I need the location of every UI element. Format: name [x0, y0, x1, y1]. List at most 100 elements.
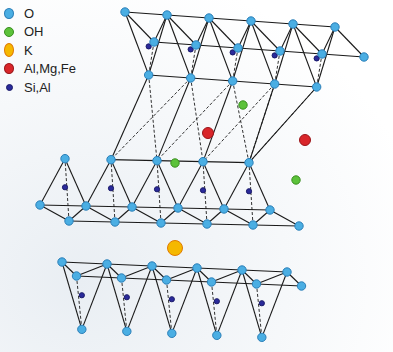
bond — [65, 159, 86, 206]
bond — [251, 21, 275, 84]
o-atom — [186, 74, 194, 82]
o-atom — [174, 204, 182, 212]
o-atom — [121, 8, 129, 16]
legend-swatch — [4, 27, 14, 37]
bond — [257, 272, 288, 284]
o-atom — [111, 218, 119, 226]
bond — [86, 160, 111, 206]
o-atom — [283, 268, 291, 276]
legend-swatch — [4, 8, 14, 19]
si-atom — [259, 301, 264, 306]
o-atom — [78, 325, 86, 333]
bond — [253, 225, 299, 226]
legend-row: O — [4, 4, 76, 23]
bond — [212, 270, 243, 282]
o-atom — [72, 272, 80, 280]
bond — [335, 27, 364, 57]
bond — [238, 48, 280, 51]
o-atom — [150, 38, 158, 46]
o-atom — [82, 202, 90, 210]
bond — [132, 207, 161, 223]
o-atom — [276, 47, 284, 55]
si-atom — [246, 189, 251, 194]
bond — [203, 81, 233, 162]
hidden-bond — [249, 84, 275, 163]
bond — [152, 266, 197, 268]
o-atom — [128, 203, 136, 211]
bond — [167, 280, 212, 282]
bond — [196, 45, 238, 48]
o-atom — [220, 205, 228, 213]
o-atom — [117, 274, 125, 282]
o-atom — [157, 219, 165, 227]
bond — [197, 268, 242, 270]
bond — [167, 268, 198, 280]
bond — [262, 272, 287, 337]
o-atom — [270, 80, 278, 88]
o-atom — [144, 71, 152, 79]
bond — [62, 262, 107, 264]
bond — [122, 278, 167, 280]
bond — [191, 78, 233, 81]
bond — [77, 276, 122, 278]
bond — [132, 207, 178, 208]
o-atom — [234, 44, 242, 52]
bond — [280, 51, 322, 54]
legend-row: K — [4, 41, 76, 60]
bond — [257, 284, 302, 286]
legend-row: Si,Al — [4, 78, 76, 97]
hidden-bond — [149, 75, 157, 161]
si-atom — [200, 188, 205, 193]
o-atom — [203, 220, 211, 228]
o-atom — [245, 158, 253, 166]
bond — [224, 209, 253, 225]
o-atom — [258, 333, 266, 341]
o-atom — [331, 23, 339, 31]
legend-row: OH — [4, 23, 76, 42]
bond — [209, 18, 238, 48]
o-atom — [163, 11, 171, 19]
bond — [111, 160, 157, 161]
legend-label: OH — [24, 24, 44, 39]
bond — [242, 270, 287, 272]
si-atom — [169, 297, 174, 302]
si-atom — [79, 293, 84, 298]
o-atom — [318, 50, 326, 58]
bond — [191, 18, 209, 78]
bond — [77, 264, 108, 276]
o-atom — [207, 278, 215, 286]
o-atom — [247, 17, 255, 25]
octahedral-cation — [300, 135, 311, 146]
bond — [167, 15, 209, 18]
bond — [209, 18, 251, 21]
bond — [249, 163, 270, 210]
o-atom — [153, 156, 161, 164]
bond — [125, 12, 167, 15]
bond — [249, 87, 317, 163]
bond — [149, 15, 167, 75]
o-atom — [360, 53, 368, 61]
bond — [167, 15, 196, 45]
bond — [86, 206, 132, 207]
o-atom — [193, 264, 201, 272]
hidden-bond — [212, 282, 217, 335]
o-atom — [162, 276, 170, 284]
bond — [82, 264, 107, 329]
legend-label: O — [24, 6, 34, 21]
si-atom — [62, 185, 67, 190]
bond — [157, 78, 191, 161]
bond — [149, 75, 191, 78]
hidden-bond — [157, 81, 233, 161]
bond — [157, 161, 178, 208]
hidden-bond — [111, 78, 191, 160]
bond — [212, 282, 257, 284]
bond — [157, 161, 203, 162]
o-atom — [289, 20, 297, 28]
hidden-bond — [191, 78, 203, 162]
o-atom — [61, 154, 69, 162]
bond — [209, 18, 233, 81]
legend-swatch — [4, 63, 14, 74]
o-atom — [295, 222, 303, 230]
o-atom — [123, 327, 131, 335]
hidden-bond — [249, 87, 317, 163]
